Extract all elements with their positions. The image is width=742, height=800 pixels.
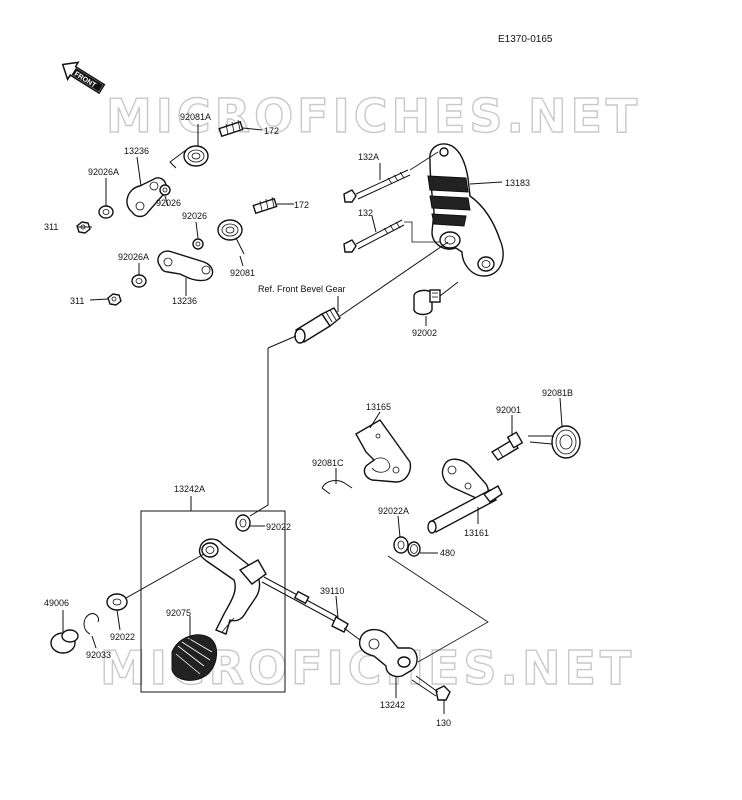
- label-92022-upper: 92022: [266, 522, 291, 532]
- label-92081A: 92081A: [180, 112, 211, 122]
- label-92033: 92033: [86, 650, 111, 660]
- rubber-92075: [171, 634, 217, 681]
- leader-lines: [62, 124, 563, 714]
- pin-172-mid: [252, 196, 278, 215]
- bolt-92002: [413, 289, 441, 316]
- diagram-code: E1370-0165: [498, 34, 553, 45]
- label-92081C: 92081C: [312, 458, 344, 468]
- nut-311-bottom: [107, 293, 122, 306]
- label-480: 480: [440, 548, 455, 558]
- label-311-bottom: 311: [70, 296, 84, 306]
- label-92026-top: 92026: [156, 198, 181, 208]
- label-130: 130: [436, 718, 451, 728]
- label-13236-top: 13236: [124, 146, 149, 156]
- label-92026-mid: 92026: [182, 211, 207, 221]
- clip-92081C: [321, 480, 353, 495]
- bracket-13183: [427, 143, 504, 277]
- joint-13242: [343, 627, 418, 678]
- lever-13242A: [198, 538, 267, 635]
- bolt-132A: [343, 151, 439, 203]
- plate-13165: [355, 419, 412, 483]
- spring-92081B: [528, 425, 581, 459]
- label-132A: 132A: [358, 152, 379, 162]
- bolt-132: [343, 219, 440, 253]
- box-13242A: [140, 510, 286, 693]
- label-172-mid: 172: [294, 200, 309, 210]
- washer-92022-upper: [235, 514, 251, 532]
- washer-92022A: [393, 536, 409, 554]
- washer-92026A-top: [98, 205, 114, 219]
- label-13165: 13165: [366, 402, 391, 412]
- label-13242: 13242: [380, 700, 405, 710]
- label-92081: 92081: [230, 268, 255, 278]
- washer-92026-top: [159, 184, 171, 196]
- ring-480: [407, 541, 421, 557]
- connector-line: [249, 335, 297, 517]
- label-92081B: 92081B: [542, 388, 573, 398]
- label-92022A: 92022A: [378, 506, 409, 516]
- label-13183: 13183: [505, 178, 530, 188]
- label-92001: 92001: [496, 405, 521, 415]
- label-39110: 39110: [320, 586, 344, 596]
- link-13236-bottom: [157, 250, 214, 282]
- label-92075: 92075: [166, 608, 191, 618]
- label-13242A: 13242A: [174, 484, 205, 494]
- label-92002: 92002: [412, 328, 437, 338]
- label-13236-bottom: 13236: [172, 296, 197, 306]
- label-311-top: 311: [44, 222, 58, 232]
- link-13236-top: [126, 177, 167, 218]
- pin-92001: [490, 431, 524, 461]
- washer-92022-left: [106, 593, 128, 611]
- washer-92026-mid: [192, 238, 204, 250]
- label-172-top: 172: [264, 126, 279, 136]
- watermark-top: MICROFICHES.NET: [106, 89, 641, 143]
- front-arrow-icon: FRONT: [61, 61, 106, 95]
- pin-172-top: [218, 119, 244, 138]
- washer-92026A-bottom: [131, 274, 147, 288]
- spring-92081A: [169, 145, 209, 169]
- label-92026A-top: 92026A: [88, 167, 119, 177]
- cap-49006: [50, 629, 79, 654]
- shaft-13161: [427, 458, 503, 534]
- label-92026A-bottom: 92026A: [118, 252, 149, 262]
- label-49006: 49006: [44, 598, 69, 608]
- connector-480-lever: [387, 555, 489, 663]
- label-132: 132: [358, 208, 373, 218]
- label-13161: 13161: [464, 528, 489, 538]
- bolt-130: [411, 675, 451, 701]
- spring-92081: [217, 219, 245, 255]
- label-ref-front-bevel-gear: Ref. Front Bevel Gear: [258, 284, 346, 294]
- circlip-92033: [83, 613, 99, 635]
- label-92022-left: 92022: [110, 632, 135, 642]
- shaft-front-bevel-gear: [294, 307, 341, 344]
